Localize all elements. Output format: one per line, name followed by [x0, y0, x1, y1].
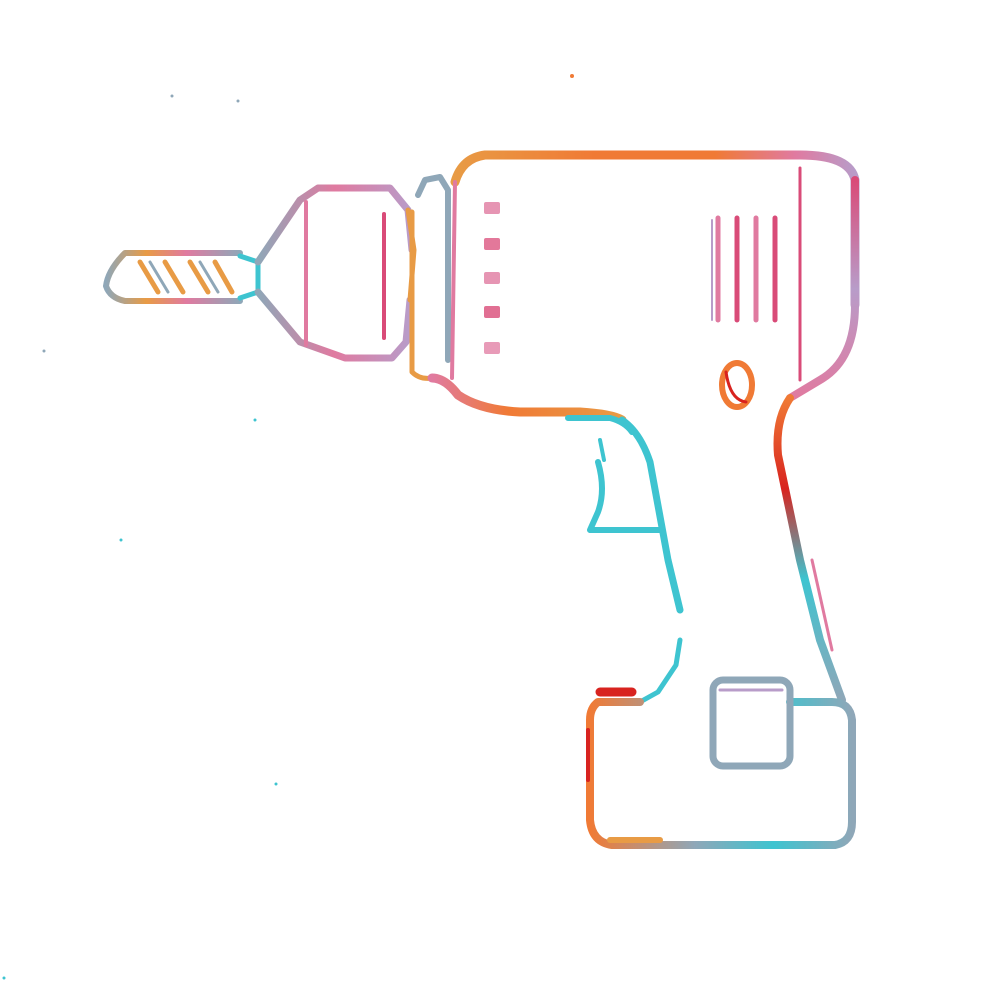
paint-specks — [2, 74, 574, 980]
handle — [618, 394, 846, 705]
drill-chuck — [254, 184, 417, 362]
trigger — [565, 415, 663, 533]
battery-pack — [586, 676, 856, 849]
side-label-marks — [484, 202, 500, 354]
vent-slots — [711, 215, 778, 323]
drill-collar — [409, 174, 451, 381]
drill-bit — [103, 250, 261, 304]
switch-ring — [719, 360, 755, 410]
drill-body — [427, 150, 860, 425]
